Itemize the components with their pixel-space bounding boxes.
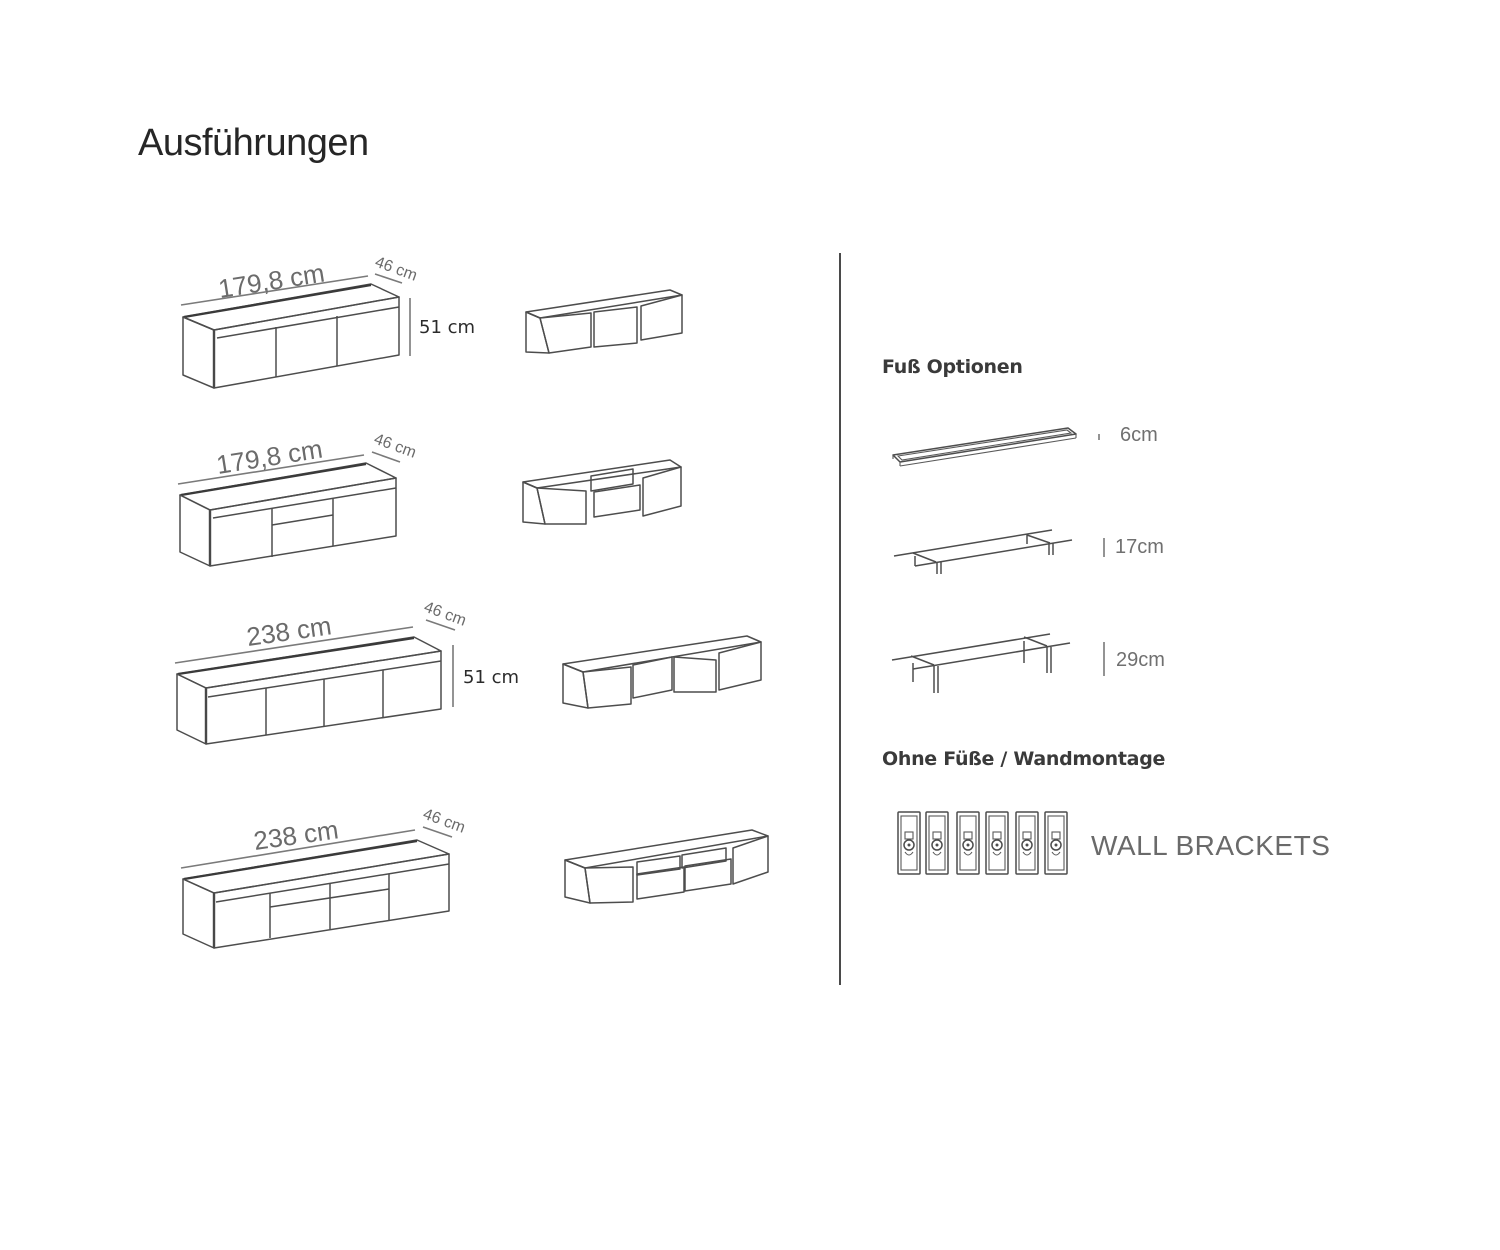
page-title: Ausführungen bbox=[138, 122, 369, 164]
variant-3-open-drawing bbox=[562, 635, 762, 709]
variant-4-closed-drawing bbox=[180, 826, 453, 949]
wall-brackets-label: WALL BRACKETS bbox=[1091, 830, 1331, 861]
wall-bracket-icon bbox=[1015, 811, 1039, 875]
variant-1-depth-label: 46 cm bbox=[373, 254, 420, 285]
section-divider bbox=[839, 253, 841, 985]
wall-brackets-group bbox=[897, 811, 1068, 875]
variant-2-open-drawing bbox=[522, 459, 682, 525]
foot-option-29cm-label: 29cm bbox=[1116, 649, 1165, 671]
variant-3-width-label: 238 cm bbox=[245, 610, 334, 652]
wall-bracket-icon bbox=[985, 811, 1009, 875]
wall-bracket-icon bbox=[1044, 811, 1068, 875]
variant-3-closed-drawing bbox=[174, 619, 456, 745]
foot-option-6cm-label: 6cm bbox=[1120, 424, 1158, 446]
variant-2-depth-label: 46 cm bbox=[372, 431, 419, 462]
variant-4-open-drawing bbox=[564, 829, 769, 904]
variant-4-width-label: 238 cm bbox=[252, 814, 341, 856]
foot-options-heading: Fuß Optionen bbox=[882, 356, 1023, 378]
variant-1-open-drawing bbox=[525, 289, 683, 354]
wall-bracket-icon bbox=[956, 811, 980, 875]
foot-option-17cm-label: 17cm bbox=[1115, 536, 1164, 558]
variant-1-closed-drawing bbox=[180, 273, 411, 389]
variant-1-height-label: 51 cm bbox=[419, 317, 475, 338]
wall-bracket-icon bbox=[925, 811, 949, 875]
variant-3-height-label: 51 cm bbox=[463, 667, 519, 688]
foot-option-frame-drawing bbox=[892, 427, 1100, 467]
variant-2-closed-drawing bbox=[177, 451, 401, 567]
variant-3-depth-label: 46 cm bbox=[422, 599, 469, 630]
variant-4-depth-label: 46 cm bbox=[421, 806, 468, 837]
variant-1-width-label: 179,8 cm bbox=[216, 258, 326, 304]
foot-option-rail-tall-drawing bbox=[891, 633, 1105, 693]
wall-mount-heading: Ohne Füße / Wandmontage bbox=[882, 748, 1166, 770]
wall-bracket-icon bbox=[897, 811, 921, 875]
foot-option-rail-low-drawing bbox=[893, 529, 1105, 574]
